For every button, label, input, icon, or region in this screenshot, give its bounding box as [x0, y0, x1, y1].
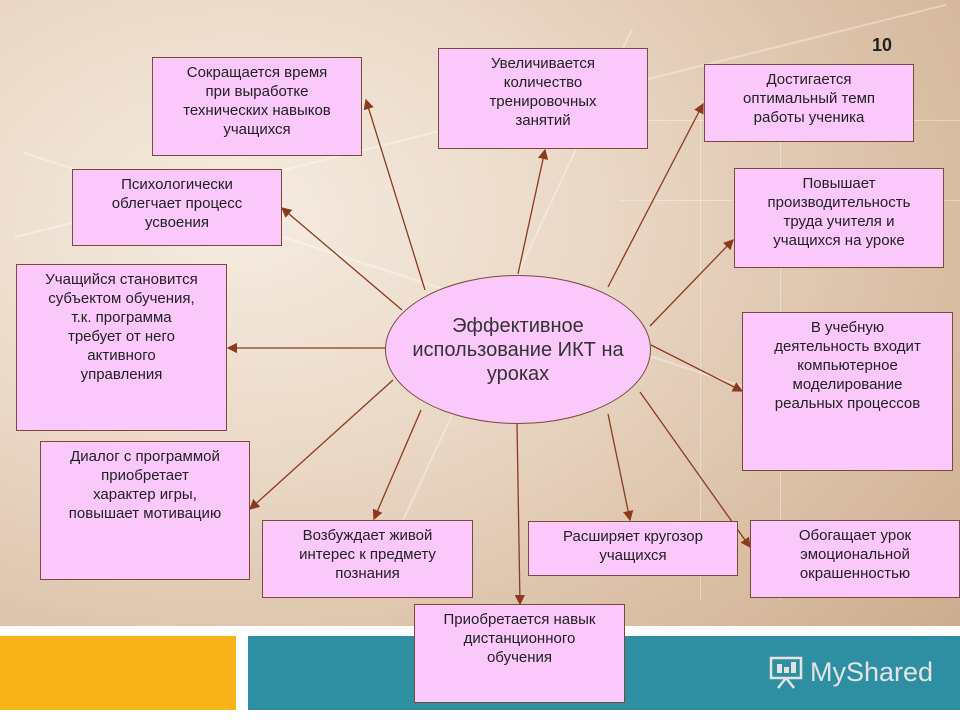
box-line: окрашенностью: [799, 565, 911, 582]
box-line: технических навыков: [183, 102, 331, 119]
box-tempo: Достигается оптимальный темп работы учен…: [704, 64, 914, 142]
box-line: В учебную: [810, 319, 885, 336]
box-line: управления: [80, 366, 163, 383]
box-line: активного: [87, 347, 156, 364]
arrow-to-trainings: [517, 148, 549, 275]
arrow-to-time: [363, 98, 426, 291]
arrow-to-psych: [281, 207, 403, 311]
arrow-to-distance: [514, 423, 526, 606]
arrow-to-outlook: [607, 413, 634, 522]
box-line: Сокращается время: [186, 64, 328, 81]
box-line: интерес к предмету: [299, 546, 436, 563]
box-time-reduction: Сокращается время при выработке техничес…: [152, 57, 362, 156]
box-line: учащихся на уроке: [773, 232, 905, 249]
arrow-to-productivity: [649, 239, 734, 327]
box-line: Диалог с программой: [70, 448, 220, 465]
box-line: оптимальный темп: [742, 90, 876, 107]
box-line: Возбуждает живой: [302, 527, 433, 544]
box-psychology: Психологически облегчает процесс усвоени…: [72, 169, 282, 246]
arrow-to-interest: [372, 409, 422, 521]
box-outlook: Расширяет кругозор учащихся: [528, 521, 738, 576]
box-line: моделирование: [792, 376, 903, 393]
box-line: эмоциональной: [800, 546, 910, 563]
box-line: учащихся: [223, 121, 291, 138]
box-line: тренировочных: [489, 93, 597, 110]
box-trainings: Увеличивается количество тренировочных з…: [438, 48, 648, 149]
logo-text: MyShared: [810, 656, 934, 687]
center-text: Эффективное использование ИКТ на уроках: [412, 314, 624, 385]
box-line: дистанционного: [463, 630, 576, 647]
box-line: труда учителя и: [783, 213, 895, 230]
box-line: Увеличивается: [491, 55, 595, 72]
box-interest: Возбуждает живой интерес к предмету позн…: [262, 520, 473, 598]
box-line: требует от него: [67, 328, 175, 345]
box-distance-learning: Приобретается навык дистанционного обуче…: [414, 604, 625, 703]
page-number: 10: [872, 35, 893, 55]
box-line: Обогащает урок: [798, 527, 912, 544]
box-line: познания: [335, 565, 400, 582]
box-line: Достигается: [766, 71, 852, 88]
box-line: Повышает: [802, 175, 876, 192]
box-line: т.к. программа: [71, 309, 172, 326]
box-line: облегчает процесс: [111, 195, 243, 212]
box-line: деятельность входит: [774, 338, 921, 355]
footer-orange-bar: [0, 636, 236, 710]
box-line: Приобретается навык: [443, 611, 596, 628]
box-dialog: Диалог с программой приобретает характер…: [40, 441, 250, 580]
box-modeling: В учебную деятельность входит компьютерн…: [742, 312, 953, 471]
box-subject: Учащийся становится субъектом обучения, …: [16, 264, 227, 431]
box-line: повышает мотивацию: [68, 505, 222, 522]
box-line: реальных процессов: [774, 395, 921, 412]
myshared-logo[interactable]: MyShared: [768, 654, 933, 690]
box-productivity: Повышает производительность труда учител…: [734, 168, 944, 268]
box-line: субъектом обучения,: [48, 290, 195, 307]
box-line: Расширяет кругозор: [563, 528, 703, 545]
arrow-to-modeling: [650, 344, 744, 392]
arrow-to-dialog: [249, 379, 394, 510]
box-line: обучения: [486, 649, 553, 666]
box-line: Психологически: [121, 176, 233, 193]
box-line: производительность: [767, 194, 911, 211]
box-line: характер игры,: [93, 486, 197, 503]
box-line: учащихся: [599, 547, 667, 564]
box-line: компьютерное: [797, 357, 898, 374]
box-emotional: Обогащает урок эмоциональной окрашенност…: [750, 520, 960, 598]
presentation-icon: [769, 656, 803, 689]
box-line: при выработке: [205, 83, 309, 100]
arrow-to-tempo: [607, 102, 704, 288]
center-ellipse: Эффективное использование ИКТ на уроках: [385, 275, 651, 424]
box-line: занятий: [515, 112, 571, 129]
box-line: количество: [503, 74, 583, 91]
box-line: Учащийся становится: [45, 271, 198, 288]
box-line: приобретает: [101, 467, 189, 484]
box-line: работы ученика: [753, 109, 865, 126]
box-line: усвоения: [144, 214, 210, 231]
